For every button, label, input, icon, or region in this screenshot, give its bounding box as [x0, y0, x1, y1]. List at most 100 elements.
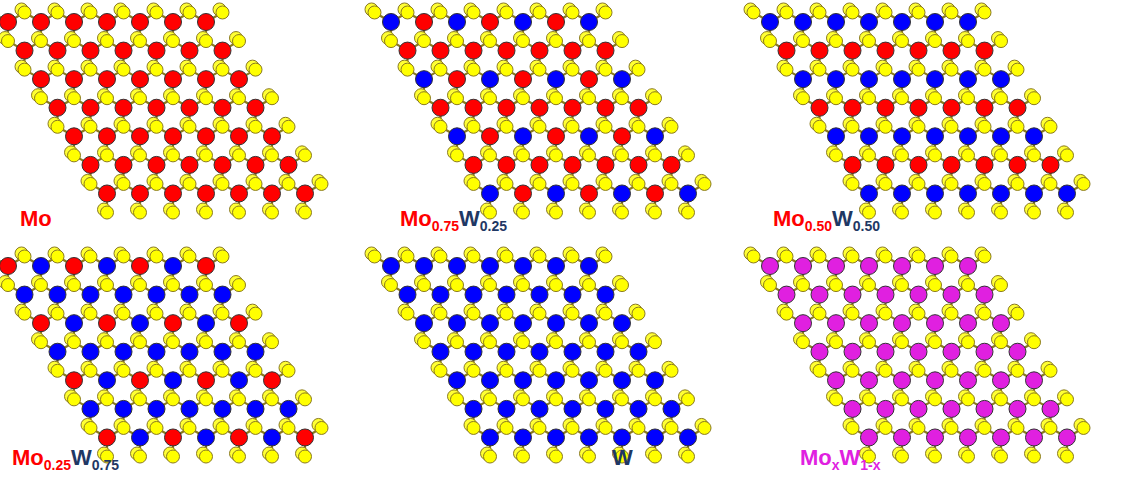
metal-atom [198, 315, 215, 332]
sulfur-atom [813, 63, 826, 76]
sulfur-atom [35, 92, 48, 105]
metal-atom [416, 14, 433, 31]
sulfur-atom [200, 393, 213, 406]
sulfur-atom [962, 279, 975, 292]
sulfur-atom [84, 307, 97, 320]
metal-atom [115, 286, 132, 303]
sulfur-atom [929, 450, 942, 463]
metal-atom [861, 185, 878, 202]
metal-atom [828, 128, 845, 145]
metal-atom [680, 429, 697, 446]
metal-atom [877, 42, 894, 59]
metal-atom [877, 286, 894, 303]
sulfur-atom [995, 450, 1008, 463]
metal-atom [132, 429, 149, 446]
sulfur-atom [200, 149, 213, 162]
sulfur-atom [566, 63, 579, 76]
metal-atom [976, 42, 993, 59]
sulfur-atom [682, 450, 695, 463]
sulfur-atom [550, 393, 563, 406]
sulfur-atom [418, 92, 431, 105]
sulfur-atom [583, 149, 596, 162]
metal-atom [515, 429, 532, 446]
metal-atom [960, 258, 977, 275]
sulfur-atom [249, 177, 262, 190]
sulfur-atom [995, 206, 1008, 219]
metal-atom [214, 343, 231, 360]
sulfur-atom [1011, 307, 1024, 320]
sulfur-atom [18, 250, 31, 263]
sulfur-atom [912, 307, 925, 320]
metal-atom [927, 429, 944, 446]
sulfur-atom [484, 35, 497, 48]
metal-atom [943, 156, 960, 173]
metal-atom [247, 400, 264, 417]
metal-atom [132, 185, 149, 202]
sulfur-atom [599, 6, 612, 19]
sulfur-atom [583, 336, 596, 349]
metal-atom [416, 315, 433, 332]
sulfur-atom [813, 6, 826, 19]
sulfur-atom [484, 393, 497, 406]
sulfur-atom [150, 177, 163, 190]
metal-atom [861, 315, 878, 332]
metal-atom [465, 42, 482, 59]
metal-atom [165, 14, 182, 31]
metal-atom [115, 42, 132, 59]
sulfur-atom [846, 250, 859, 263]
sulfur-atom [682, 149, 695, 162]
sulfur-atom [665, 421, 678, 434]
metal-atom [564, 42, 581, 59]
sulfur-atom [51, 364, 64, 377]
metal-atom [247, 99, 264, 116]
sulfur-atom [451, 336, 464, 349]
metal-atom [531, 99, 548, 116]
metal-atom [148, 156, 165, 173]
sulfur-atom [978, 250, 991, 263]
sulfur-atom [500, 250, 513, 263]
sulfur-atom [517, 336, 530, 349]
metal-atom [214, 42, 231, 59]
lattice-panel [365, 247, 711, 463]
composition-subscript: 0.25 [44, 457, 71, 473]
sulfur-atom [1028, 393, 1041, 406]
metal-atom [115, 343, 132, 360]
sulfur-atom [649, 149, 662, 162]
metal-atom [597, 286, 614, 303]
metal-atom [449, 315, 466, 332]
metal-atom [214, 156, 231, 173]
metal-atom [927, 185, 944, 202]
sulfur-atom [780, 307, 793, 320]
metal-atom [960, 128, 977, 145]
metal-atom [16, 42, 33, 59]
sulfur-atom [583, 35, 596, 48]
metal-atom [515, 372, 532, 389]
sulfur-atom [266, 206, 279, 219]
element-symbol: W [832, 206, 853, 231]
sulfur-atom [583, 450, 596, 463]
sulfur-atom [863, 279, 876, 292]
sulfur-atom [566, 120, 579, 133]
sulfur-atom [533, 421, 546, 434]
metal-atom [894, 372, 911, 389]
metal-atom [498, 99, 515, 116]
sulfur-atom [945, 250, 958, 263]
sulfur-atom [533, 364, 546, 377]
sulfur-atom [1044, 364, 1057, 377]
metal-atom [1059, 429, 1076, 446]
sulfur-atom [995, 279, 1008, 292]
sulfur-atom [978, 421, 991, 434]
metal-atom [861, 71, 878, 88]
metal-atom [449, 372, 466, 389]
sulfur-atom [649, 393, 662, 406]
sulfur-atom [846, 307, 859, 320]
sulfur-atom [517, 279, 530, 292]
sulfur-atom [167, 393, 180, 406]
metal-atom [214, 400, 231, 417]
metal-atom [99, 258, 116, 275]
sulfur-atom [233, 206, 246, 219]
metal-atom [778, 286, 795, 303]
metal-atom [861, 258, 878, 275]
sulfur-atom [1028, 206, 1041, 219]
